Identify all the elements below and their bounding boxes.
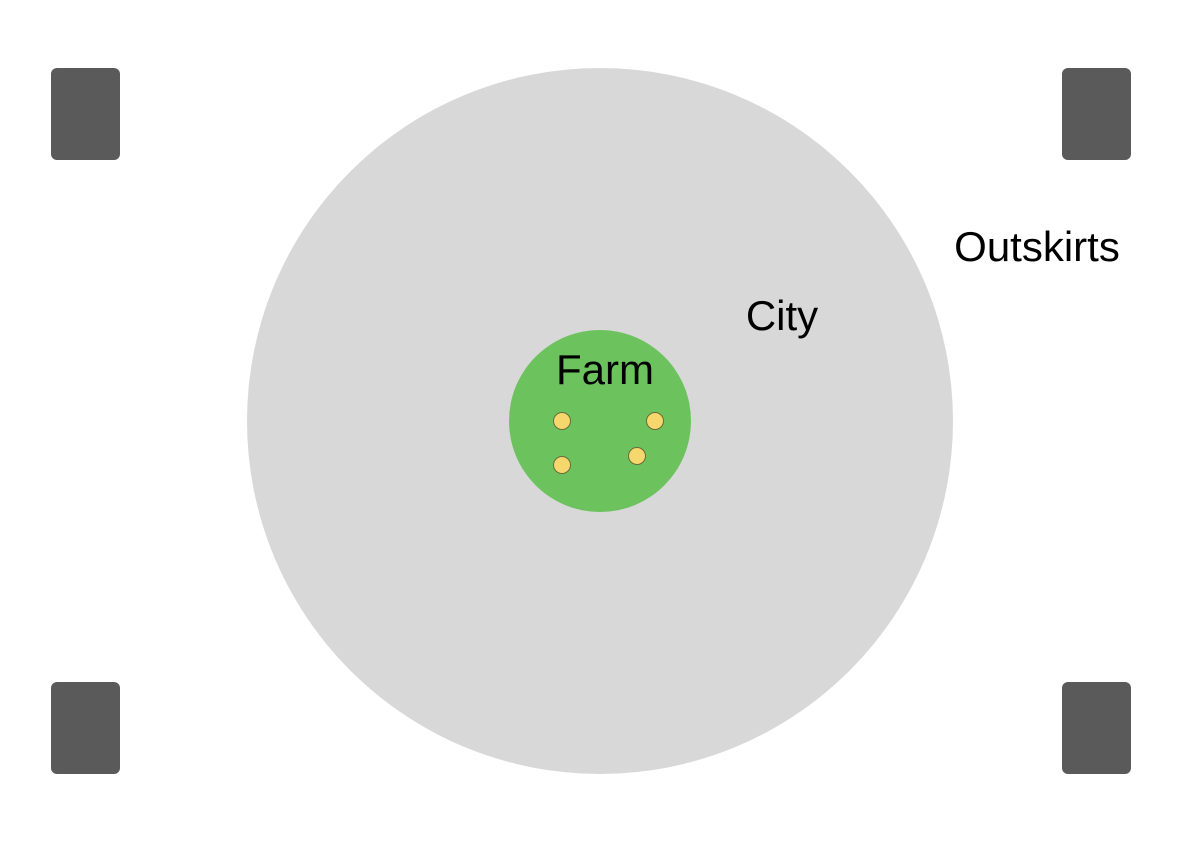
crop-dot bbox=[553, 456, 571, 474]
outskirts-building-top-left bbox=[51, 68, 120, 160]
farm-label: Farm bbox=[556, 346, 654, 393]
outskirts-building-bottom-left bbox=[51, 682, 120, 774]
outskirts-building-bottom-right bbox=[1062, 682, 1131, 774]
outskirts-label: Outskirts bbox=[954, 223, 1120, 270]
crop-dot bbox=[628, 447, 646, 465]
crop-dot bbox=[646, 412, 664, 430]
city-label: City bbox=[746, 292, 818, 339]
crop-dot bbox=[553, 412, 571, 430]
outskirts-building-top-right bbox=[1062, 68, 1131, 160]
